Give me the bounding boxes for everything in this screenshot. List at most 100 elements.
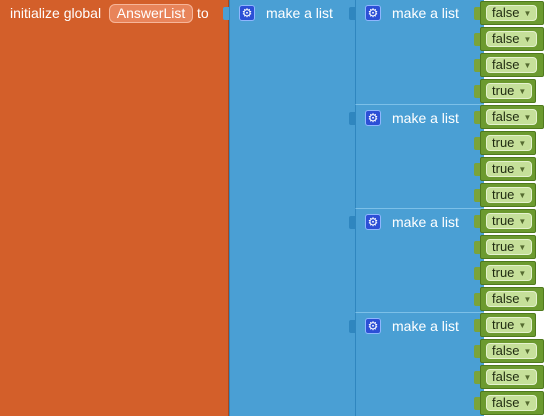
boolean-value: false	[492, 57, 520, 72]
boolean-block[interactable]: false▼	[480, 391, 544, 415]
boolean-socket	[474, 137, 480, 150]
boolean-block[interactable]: false▼	[480, 105, 544, 129]
boolean-block[interactable]: true▼	[480, 183, 536, 207]
boolean-block[interactable]: true▼	[480, 209, 536, 233]
boolean-dropdown[interactable]: false▼	[486, 5, 538, 21]
chevron-down-icon: ▼	[518, 165, 527, 174]
gear-icon[interactable]: ⚙	[365, 214, 381, 230]
global-prefix-label: initialize global	[10, 5, 102, 21]
outer-make-list-block[interactable]: ⚙ make a list	[229, 0, 356, 416]
boolean-dropdown[interactable]: false▼	[486, 109, 538, 125]
boolean-socket	[474, 319, 480, 332]
boolean-value: true	[492, 239, 515, 254]
boolean-socket	[474, 189, 480, 202]
boolean-dropdown[interactable]: true▼	[486, 83, 533, 99]
boolean-block[interactable]: false▼	[480, 287, 544, 311]
chevron-down-icon: ▼	[518, 87, 527, 96]
chevron-down-icon: ▼	[523, 373, 532, 382]
boolean-value: true	[492, 83, 515, 98]
list-item-socket	[349, 216, 355, 229]
boolean-dropdown[interactable]: true▼	[486, 161, 533, 177]
boolean-block[interactable]: false▼	[480, 27, 544, 51]
boolean-block[interactable]: false▼	[480, 339, 544, 363]
boolean-block[interactable]: false▼	[480, 1, 544, 25]
chevron-down-icon: ▼	[523, 347, 532, 356]
boolean-block[interactable]: false▼	[480, 53, 544, 77]
boolean-dropdown[interactable]: false▼	[486, 395, 538, 411]
chevron-down-icon: ▼	[518, 269, 527, 278]
variable-name-field[interactable]: AnswerList	[109, 4, 193, 23]
chevron-down-icon: ▼	[518, 139, 527, 148]
boolean-dropdown[interactable]: true▼	[486, 317, 533, 333]
chevron-down-icon: ▼	[523, 295, 532, 304]
list-item-socket	[349, 7, 355, 20]
make-list-label: make a list	[266, 5, 333, 21]
boolean-block[interactable]: true▼	[480, 313, 536, 337]
boolean-value: false	[492, 5, 520, 20]
boolean-socket	[474, 241, 480, 254]
chevron-down-icon: ▼	[523, 9, 532, 18]
boolean-dropdown[interactable]: true▼	[486, 187, 533, 203]
boolean-value: false	[492, 395, 520, 410]
boolean-value: true	[492, 135, 515, 150]
boolean-value: false	[492, 291, 520, 306]
make-list-label: make a list	[392, 110, 459, 126]
make-list-label: make a list	[392, 214, 459, 230]
list-item-socket	[349, 112, 355, 125]
boolean-value: true	[492, 265, 515, 280]
gear-icon[interactable]: ⚙	[365, 110, 381, 126]
boolean-block[interactable]: true▼	[480, 261, 536, 285]
gear-icon[interactable]: ⚙	[239, 5, 255, 21]
boolean-socket	[474, 33, 480, 46]
boolean-socket	[474, 163, 480, 176]
chevron-down-icon: ▼	[518, 321, 527, 330]
boolean-value: false	[492, 31, 520, 46]
boolean-dropdown[interactable]: false▼	[486, 369, 538, 385]
boolean-value: false	[492, 109, 520, 124]
boolean-value: true	[492, 161, 515, 176]
inner-make-list-block[interactable]: ⚙ make a list	[349, 312, 484, 416]
boolean-socket	[474, 371, 480, 384]
inner-make-list-block[interactable]: ⚙ make a list	[349, 0, 484, 104]
boolean-dropdown[interactable]: false▼	[486, 57, 538, 73]
boolean-block[interactable]: true▼	[480, 157, 536, 181]
boolean-value: true	[492, 187, 515, 202]
chevron-down-icon: ▼	[523, 399, 532, 408]
make-list-label: make a list	[392, 318, 459, 334]
boolean-socket	[474, 293, 480, 306]
boolean-socket	[474, 397, 480, 410]
boolean-block[interactable]: true▼	[480, 235, 536, 259]
boolean-value: true	[492, 317, 515, 332]
boolean-dropdown[interactable]: true▼	[486, 135, 533, 151]
boolean-dropdown[interactable]: false▼	[486, 31, 538, 47]
boolean-dropdown[interactable]: true▼	[486, 213, 533, 229]
chevron-down-icon: ▼	[523, 113, 532, 122]
boolean-socket	[474, 215, 480, 228]
inner-make-list-block[interactable]: ⚙ make a list	[349, 208, 484, 312]
boolean-block[interactable]: true▼	[480, 131, 536, 155]
value-socket	[223, 7, 229, 20]
boolean-socket	[474, 267, 480, 280]
gear-icon[interactable]: ⚙	[365, 318, 381, 334]
boolean-block[interactable]: false▼	[480, 365, 544, 389]
boolean-dropdown[interactable]: false▼	[486, 291, 538, 307]
list-item-socket	[349, 320, 355, 333]
boolean-dropdown[interactable]: false▼	[486, 343, 538, 359]
boolean-value: true	[492, 213, 515, 228]
global-suffix-label: to	[197, 5, 209, 21]
boolean-socket	[474, 85, 480, 98]
boolean-socket	[474, 111, 480, 124]
boolean-dropdown[interactable]: true▼	[486, 265, 533, 281]
boolean-dropdown[interactable]: true▼	[486, 239, 533, 255]
boolean-block[interactable]: true▼	[480, 79, 536, 103]
inner-make-list-block[interactable]: ⚙ make a list	[349, 104, 484, 208]
global-variable-block[interactable]: initialize global AnswerList to	[0, 0, 229, 416]
gear-icon[interactable]: ⚙	[365, 5, 381, 21]
boolean-socket	[474, 7, 480, 20]
make-list-label: make a list	[392, 5, 459, 21]
boolean-value: false	[492, 369, 520, 384]
chevron-down-icon: ▼	[518, 191, 527, 200]
chevron-down-icon: ▼	[523, 61, 532, 70]
chevron-down-icon: ▼	[523, 35, 532, 44]
chevron-down-icon: ▼	[518, 217, 527, 226]
